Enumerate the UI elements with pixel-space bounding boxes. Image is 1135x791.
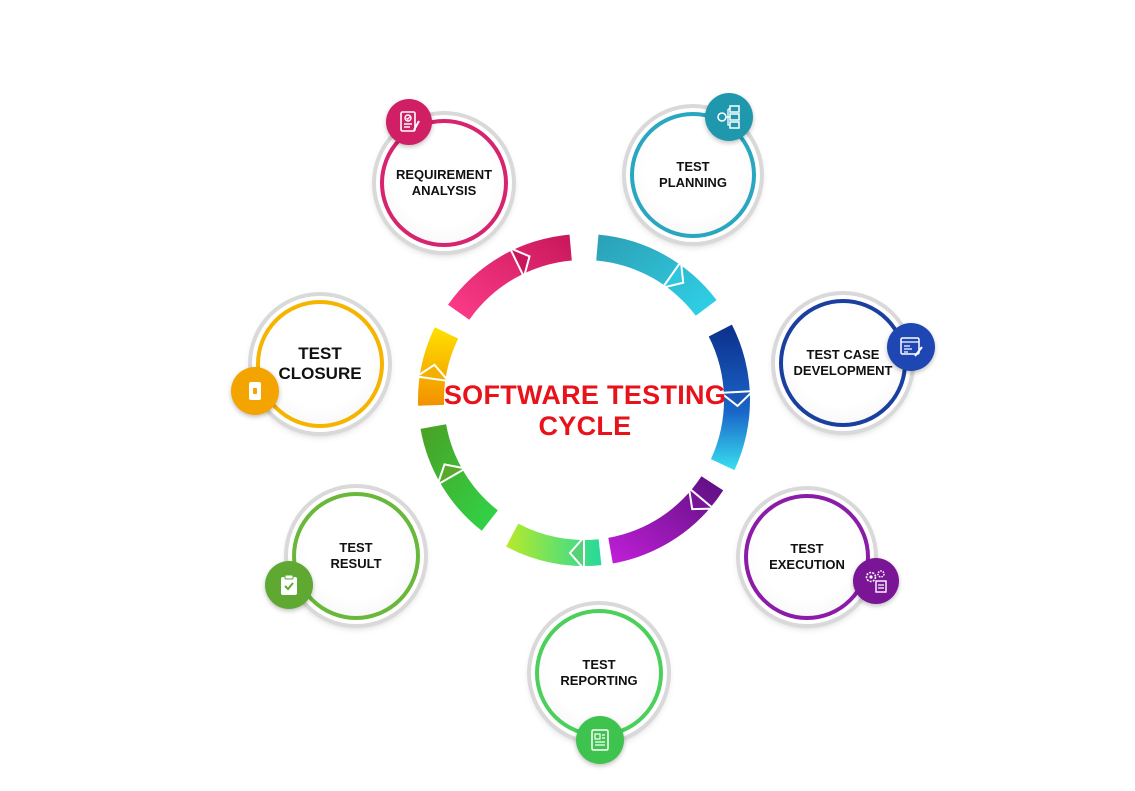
ring-arrow-test-reporting [568,534,585,572]
stage-test-result: TEST RESULT [288,488,424,624]
ring-segment-test-execution [608,476,724,564]
ring-arrow-test-case-development [718,390,756,408]
stage-label: TEST [339,540,373,555]
stage-label: TEST [676,159,710,174]
planning-flowchart-icon [705,93,753,141]
stage-test-closure: TEST CLOSURE [252,296,388,432]
stage-test-execution: TEST EXECUTION [740,490,874,624]
stage-label: RESULT [330,556,382,571]
stage-label: TEST CASE [806,347,880,362]
stage-test-case-development: TEST CASE DEVELOPMENT [775,295,911,431]
ring-segment-test-closure [418,327,459,406]
ring-arrow-requirement-analysis [507,246,531,280]
stage-label: PLANNING [659,175,727,190]
stage-label: CLOSURE [278,364,362,383]
stage-label: REQUIREMENT [395,167,493,182]
ring-segment-test-planning [596,234,717,316]
ring-segment-test-result [420,424,498,531]
ring-arrow-test-planning [660,258,685,290]
stage-label: DEVELOPMENT [793,363,893,378]
ring-segment-requirement-analysis [448,234,572,320]
title-line-2: CYCLE [538,411,632,441]
ring-segment-test-reporting [506,523,602,566]
stage-label: REPORTING [560,673,638,688]
clipboard-check-icon [265,561,313,609]
gears-document-icon [853,558,899,604]
report-chart-icon [576,716,624,764]
diagram-title: SOFTWARE TESTING CYCLE [420,380,750,442]
checklist-icon [386,99,432,145]
stage-label: EXECUTION [769,557,845,572]
stage-test-reporting: TEST REPORTING [531,605,667,741]
ring-arrow-test-execution [687,485,717,511]
stage-label: TEST [790,541,824,556]
stage-label: TEST [298,344,342,363]
stage-label: ANALYSIS [411,183,477,198]
title-line-1: SOFTWARE TESTING [443,380,727,410]
ring-arrow-test-closure [413,363,451,383]
door-icon [231,367,279,415]
ring-arrow-test-result [435,463,469,487]
code-document-icon [887,323,935,371]
stage-label: TEST [582,657,616,672]
